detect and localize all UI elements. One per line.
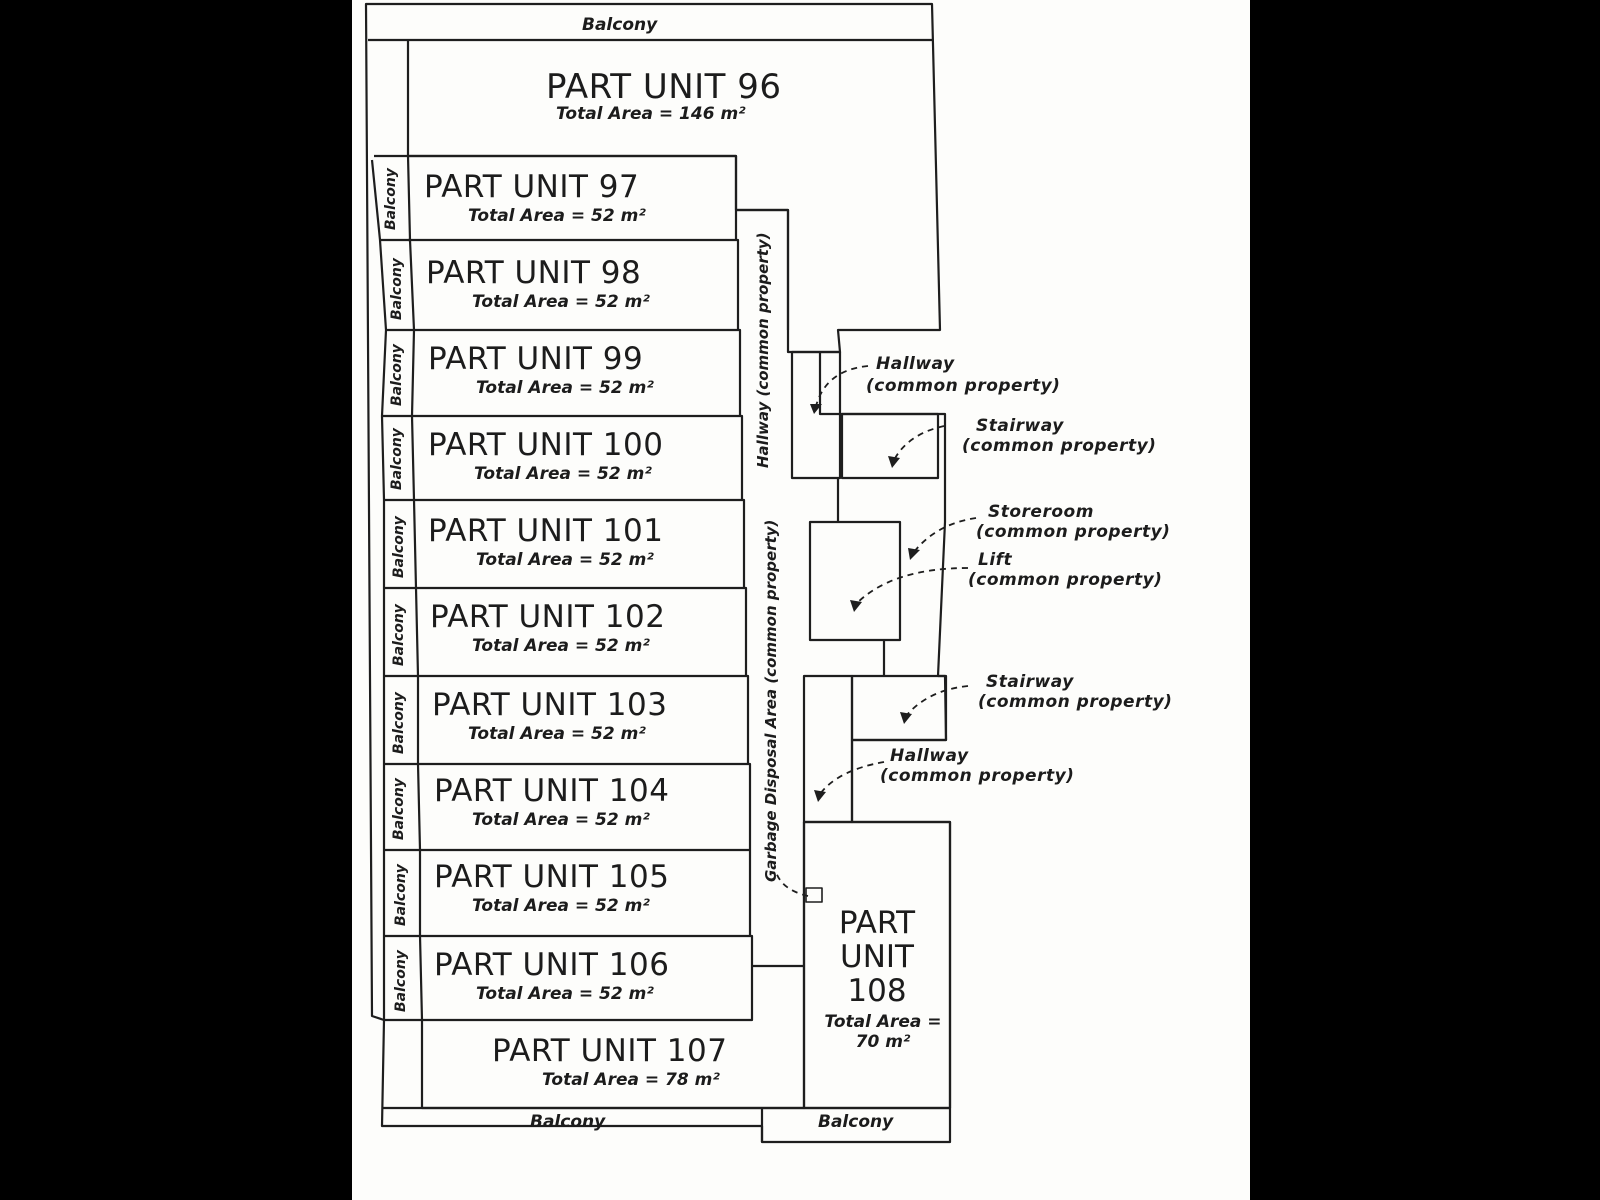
unit-105-area: Total Area = 52 m² [472,896,650,916]
unit-102-name: PART UNIT 102 [430,599,666,635]
callout-lift-title: Lift [978,550,1013,570]
callout-stairway-2-title: Stairway [986,672,1074,692]
unit-108-name-line-3: 108 [847,973,907,1010]
unit-99-name: PART UNIT 99 [428,341,644,377]
hallway-room-1 [790,350,842,480]
callout-hallway-1-sub: (common property) [866,376,1061,396]
unit-108-name-line-1: PART [838,905,916,941]
unit-106-area: Total Area = 52 m² [476,984,654,1004]
callout-storeroom-title: Storeroom [988,502,1094,522]
plan-sheet [352,0,1250,1200]
unit-104-name: PART UNIT 104 [434,773,670,809]
balcony-label-100: Balcony [389,428,405,490]
balcony-label-101: Balcony [391,516,407,578]
unit-107-area: Total Area = 78 m² [542,1070,720,1090]
leader-garbage [775,871,809,897]
unit-96-area: Total Area = 146 m² [556,104,746,124]
lift-connector [836,478,886,676]
unit-103-area: Total Area = 52 m² [468,724,646,744]
callout-leaders [775,365,977,897]
balcony-dividers [380,238,422,1022]
callout-lift-sub: (common property) [968,570,1163,590]
unit-stack-rows [408,154,754,1022]
hallway-vertical-label: Hallway (common property) [754,232,772,468]
arrow-stairway-1 [888,456,900,468]
balcony-label-103: Balcony [391,692,407,754]
balcony-label-bottom-left: Balcony [530,1112,606,1132]
unit-108-name: PART UNIT 108 [802,906,952,1008]
callout-stairway-2-sub: (common property) [978,692,1173,712]
garbage-vertical-label: Garbage Disposal Area (common property) [762,519,780,882]
unit-97-name: PART UNIT 97 [424,169,640,205]
leader-lift [855,567,969,605]
balcony-label-bottom-right: Balcony [818,1112,894,1132]
callout-storeroom-sub: (common property) [976,522,1171,542]
unit-97-area: Total Area = 52 m² [468,206,646,226]
balcony-label-105: Balcony [393,864,409,926]
arrow-storeroom [908,548,920,560]
unit-108-name-line-2: UNIT [840,939,914,976]
stairway-room-1 [840,412,940,480]
balcony-label-top: Balcony [582,15,658,35]
leader-storeroom [913,517,977,553]
unit-98-area: Total Area = 52 m² [472,292,650,312]
balcony-label-106: Balcony [393,950,409,1012]
leader-stairway-1 [893,425,945,461]
callout-arrowheads [810,404,920,802]
hallway-room-2 [802,674,854,824]
unit-104-area: Total Area = 52 m² [472,810,650,830]
balcony-label-97: Balcony [383,168,399,230]
arrow-hallway-1 [810,404,822,414]
unit-101-name: PART UNIT 101 [428,513,664,549]
arrow-hallway-2 [814,790,826,802]
arrow-lift [850,600,862,612]
leader-hallway-1 [815,365,869,407]
callout-stairway-1-title: Stairway [976,416,1064,436]
unit-108-area: Total Area = 70 m² [808,1012,958,1053]
unit-99-area: Total Area = 52 m² [476,378,654,398]
unit-101-area: Total Area = 52 m² [476,550,654,570]
unit-105-name: PART UNIT 105 [434,859,670,895]
unit-103-name: PART UNIT 103 [432,687,668,723]
callout-hallway-1-title: Hallway [876,354,955,374]
balcony-label-102: Balcony [391,604,407,666]
unit-107-name: PART UNIT 107 [492,1033,728,1069]
balcony-label-99: Balcony [389,344,405,406]
leader-stairway-2 [905,685,969,717]
unit-98-name: PART UNIT 98 [426,255,642,291]
unit-108-area-line-2: 70 m² [855,1032,911,1053]
callout-stairway-1-sub: (common property) [962,436,1157,456]
lift-room [808,520,902,642]
unit-106-name: PART UNIT 106 [434,947,670,983]
balcony-label-104: Balcony [391,778,407,840]
leader-hallway-2 [819,761,885,795]
stairway-room-2 [850,674,948,742]
unit-102-area: Total Area = 52 m² [472,636,650,656]
garbage-box [805,887,823,903]
unit-108-area-line-1: Total Area = [824,1012,942,1032]
callout-hallway-2-title: Hallway [890,746,969,766]
balcony-label-98: Balcony [389,258,405,320]
callout-hallway-2-sub: (common property) [880,766,1075,786]
unit-108-outline [802,820,952,1110]
arrow-stairway-2 [900,712,912,724]
unit-100-name: PART UNIT 100 [428,427,664,463]
unit-100-area: Total Area = 52 m² [474,464,652,484]
unit-96-name: PART UNIT 96 [546,67,782,107]
